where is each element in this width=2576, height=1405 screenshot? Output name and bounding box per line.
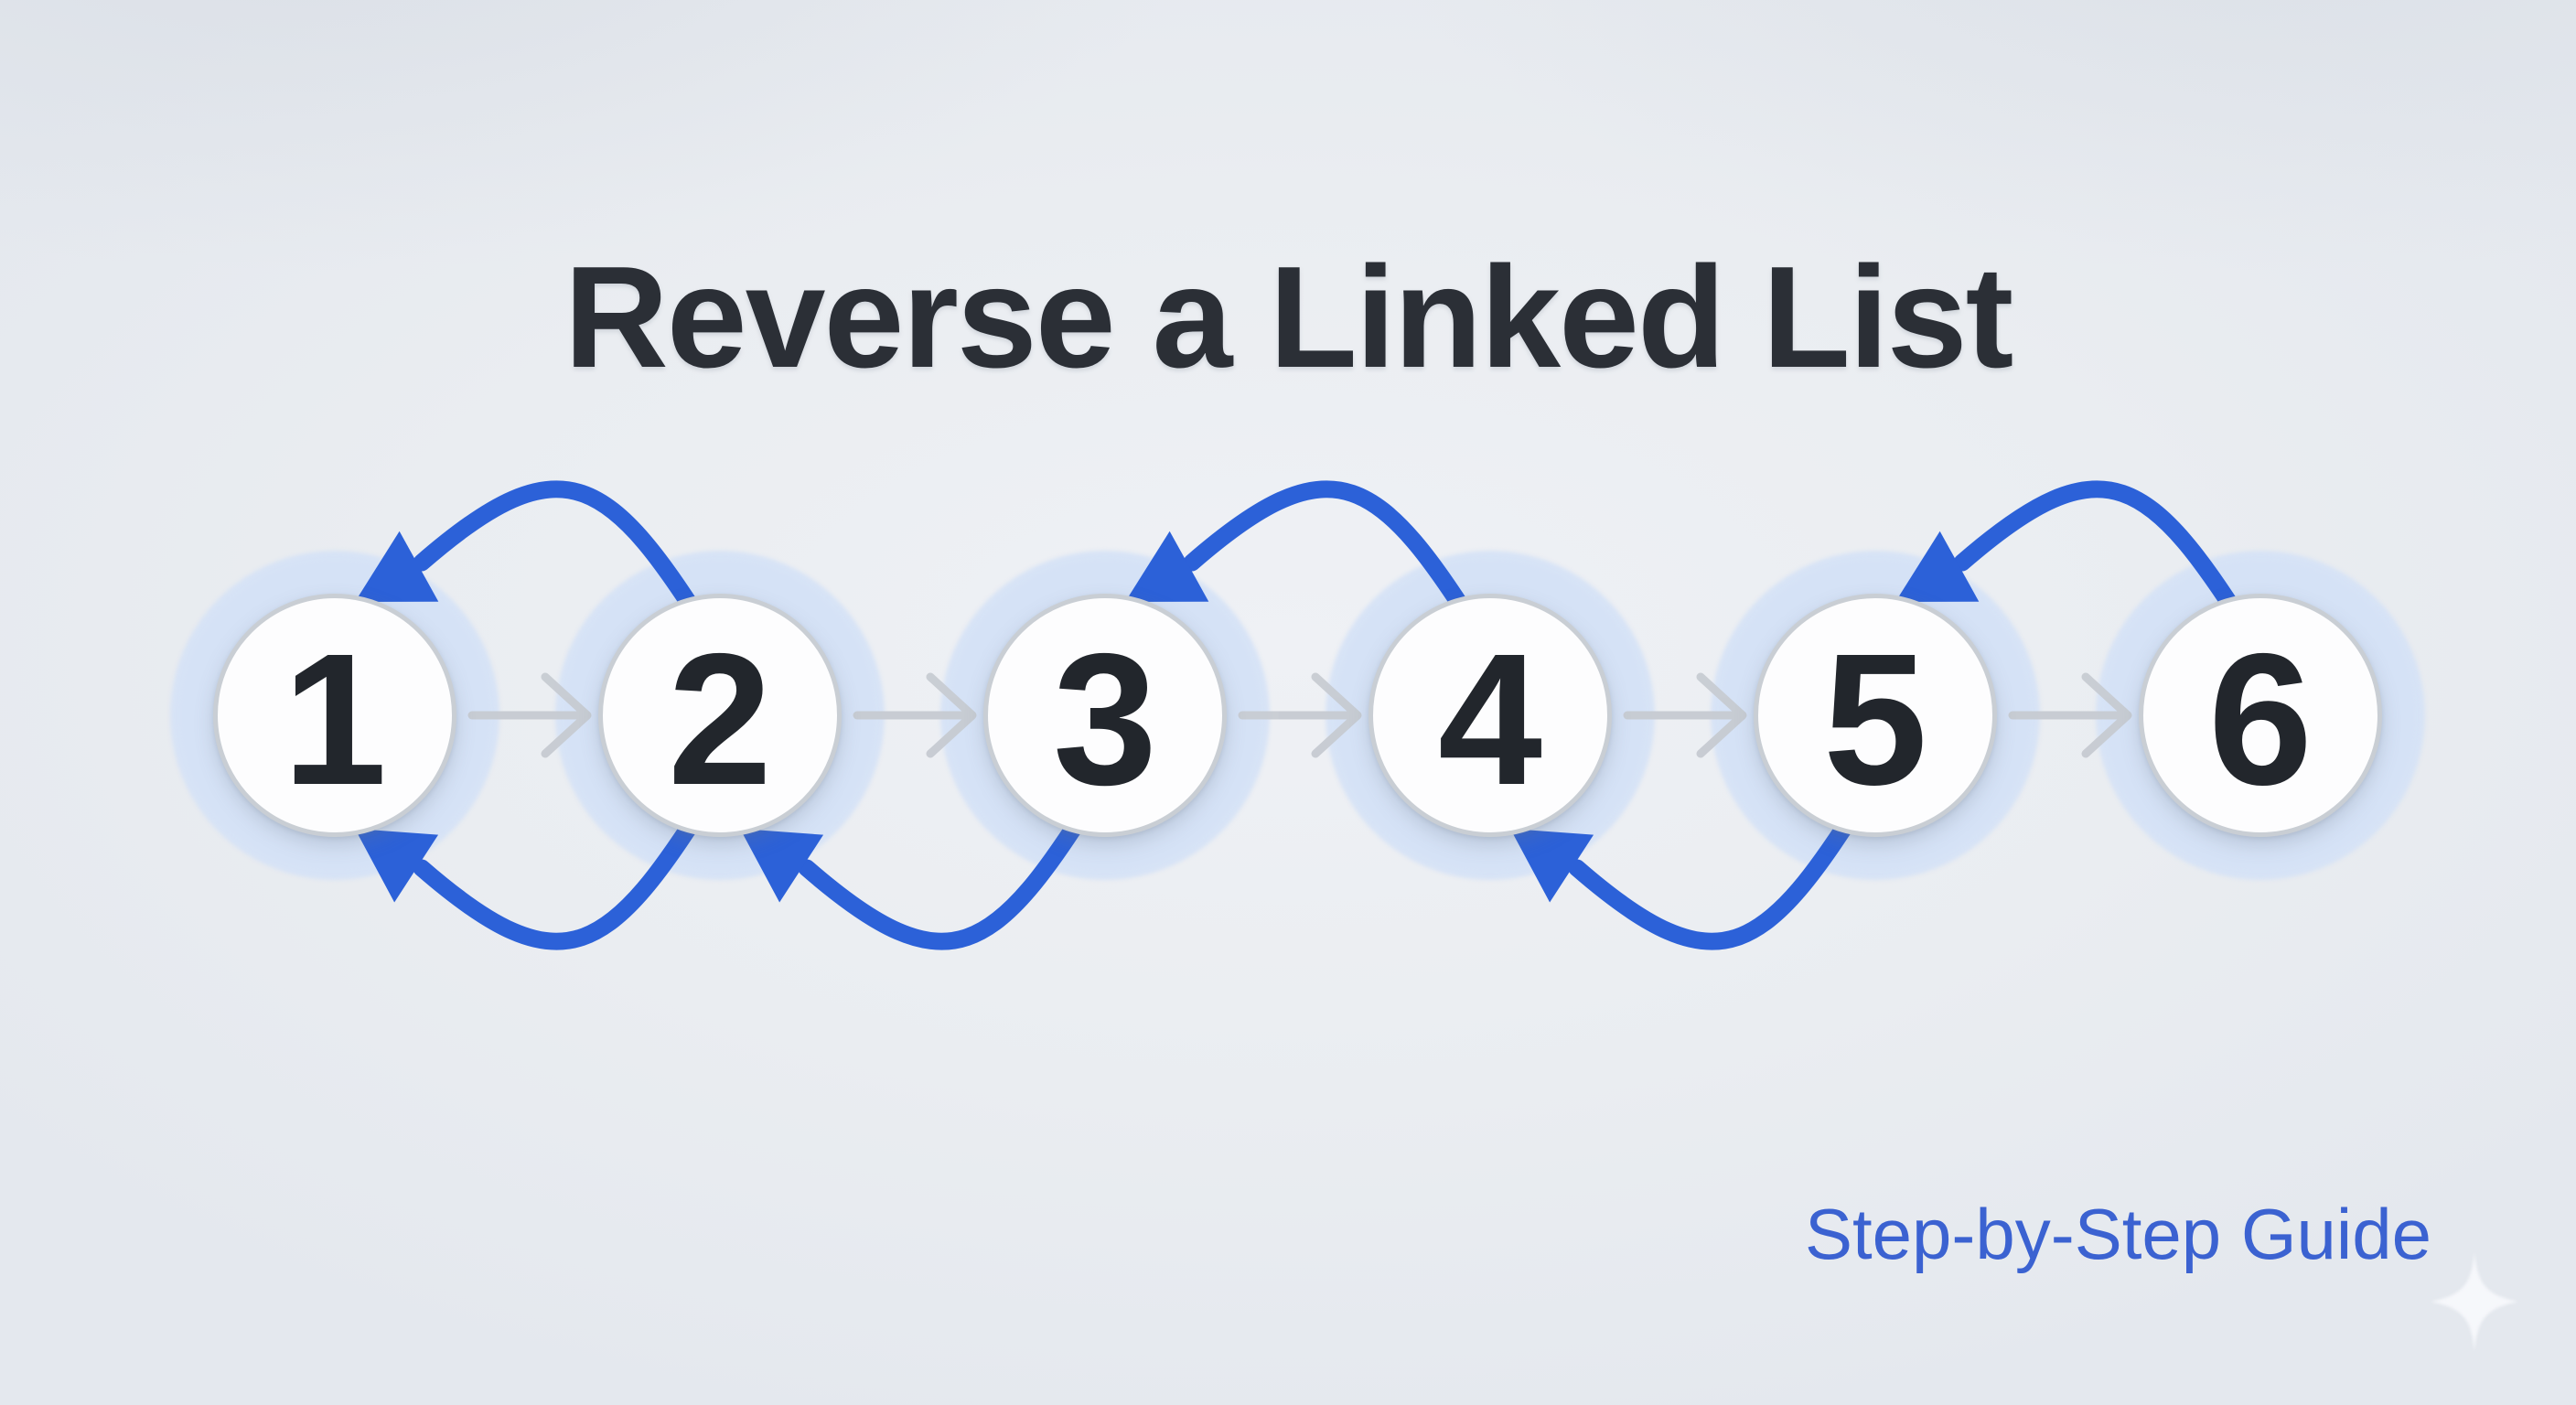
node-value: 2 <box>667 614 772 824</box>
subtitle: Step-by-Step Guide <box>1804 1194 2431 1274</box>
reversed-pointer-arc-bottom-2-1 <box>413 781 722 950</box>
reversed-pointer-arc-top-2-1 <box>413 480 722 649</box>
next-pointer-arrow-1-2 <box>467 672 592 758</box>
node-value: 1 <box>282 614 387 824</box>
next-pointer-arrow-5-6 <box>2008 672 2132 758</box>
list-node-3: 3 <box>983 594 1227 837</box>
list-node-2: 2 <box>598 594 842 837</box>
node-value: 6 <box>2207 614 2313 824</box>
next-pointer-arrow-4-5 <box>1623 672 1747 758</box>
sparkle-icon <box>2431 1251 2518 1352</box>
arrowhead-top-into-5 <box>1895 531 1980 602</box>
arrowhead-bottom-into-4 <box>1510 829 1594 903</box>
arrowhead-bottom-into-2 <box>740 829 824 903</box>
node-value: 4 <box>1437 614 1542 824</box>
reversed-pointer-arc-bottom-5-4 <box>1568 781 1877 950</box>
list-node-5: 5 <box>1754 594 1997 837</box>
page-title: Reverse a Linked List <box>564 236 2014 398</box>
reversed-pointer-arc-bottom-3-2 <box>798 781 1107 950</box>
reversed-pointer-arc-top-6-5 <box>1953 480 2262 649</box>
list-node-4: 4 <box>1368 594 1612 837</box>
arrowhead-top-into-1 <box>355 531 439 602</box>
list-node-1: 1 <box>213 594 456 837</box>
next-pointer-arrow-3-4 <box>1238 672 1362 758</box>
reversed-pointer-arc-top-4-3 <box>1183 480 1492 649</box>
node-value: 3 <box>1052 614 1157 824</box>
node-value: 5 <box>1822 614 1927 824</box>
next-pointer-arrow-2-3 <box>853 672 977 758</box>
list-node-6: 6 <box>2139 594 2382 837</box>
arrowhead-top-into-3 <box>1125 531 1209 602</box>
arrowhead-bottom-into-1 <box>355 829 439 903</box>
